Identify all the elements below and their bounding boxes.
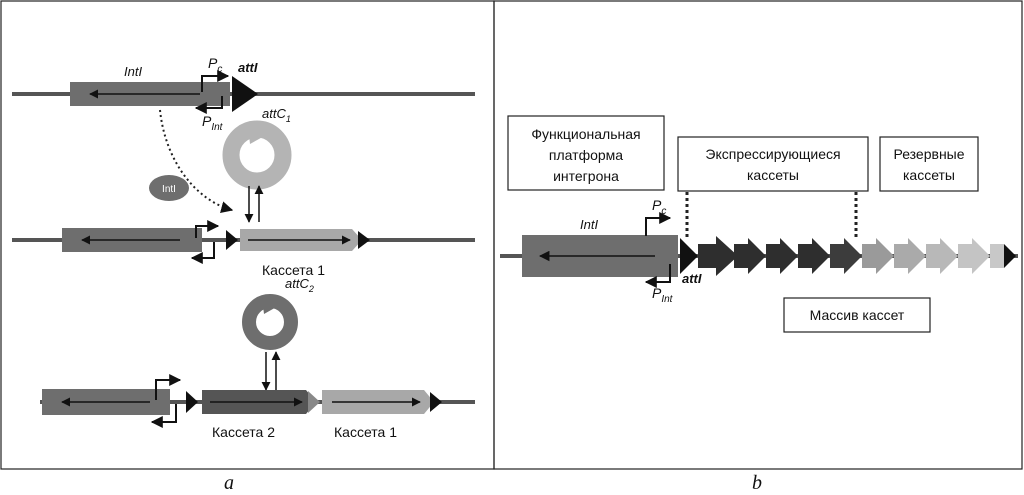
pc-promoter-arrow	[201, 70, 230, 92]
atti-site-row3	[186, 391, 198, 413]
expressing-label-line2: кассеты	[747, 167, 799, 183]
atti-site-panel-b	[680, 238, 698, 274]
panel-b: Функциональная платформа интегрона Экспр…	[500, 115, 1018, 333]
platform-label-line1: Функциональная	[531, 126, 640, 142]
atti-label-panel-b: attI	[682, 271, 702, 286]
platform-label-line2: платформа	[549, 147, 623, 163]
atti-label-row1: attI	[238, 60, 258, 75]
attc1-label: attC1	[262, 106, 291, 124]
platform-box	[507, 115, 665, 191]
expressed-cassette-5	[830, 238, 862, 274]
intl-label-row1: IntI	[124, 64, 142, 79]
cassette-2-label: Кассета 2	[212, 424, 275, 440]
pc-promoter-row2	[195, 220, 220, 238]
circular-cassette-2-arrowhead	[262, 298, 280, 314]
attc-site-row3a	[308, 391, 320, 413]
atti-site-row1	[232, 76, 258, 112]
attc-site-row2	[358, 231, 370, 249]
reserve-cassette-2	[894, 238, 926, 274]
intl-protein	[149, 175, 189, 201]
atti-site-row2	[226, 230, 238, 250]
circular-cassette-1	[222, 120, 292, 190]
pint-promoter-row2	[190, 242, 215, 264]
expressed-cassette-1	[698, 236, 738, 276]
pc-label-row1: Pc	[208, 55, 222, 75]
intl-label-panel-b: IntI	[580, 217, 598, 232]
expressing-label-line1: Экспрессирующиеся	[705, 146, 840, 162]
array-label: Массив кассет	[810, 307, 905, 323]
platform-label-line3: интегрона	[553, 168, 619, 184]
array-end-site	[1004, 244, 1016, 268]
pc-label-panel-b: Pc	[652, 197, 666, 217]
reserve-cassette-4	[958, 238, 990, 274]
pint-label-panel-b: PInt	[652, 285, 674, 305]
dotted-recombination-arrow	[159, 109, 234, 213]
pint-promoter-arrow	[194, 96, 223, 114]
pint-promoter-panel-b	[644, 264, 671, 288]
reserve-cassette-3	[926, 238, 958, 274]
attc2-label: attC2	[285, 276, 314, 294]
attc-site-row3b	[430, 392, 442, 412]
caption-a: a	[224, 472, 234, 494]
reserve-cassette-5	[990, 244, 1004, 268]
reserve-cassette-1	[862, 238, 894, 274]
array-box	[783, 297, 931, 333]
reserve-label-line2: кассеты	[903, 167, 955, 183]
expressed-cassette-4	[798, 238, 830, 274]
circular-cassette-1-arrowhead	[248, 126, 268, 144]
intl-protein-label: IntI	[162, 184, 176, 195]
pc-promoter-row3	[155, 374, 182, 400]
reserve-label-line1: Резервные	[893, 146, 964, 162]
cassette-1-row3-label: Кассета 1	[334, 424, 397, 440]
panel-a: IntI Pc attI PInt attC1 IntI Кассета 1 a…	[12, 55, 475, 440]
cassette-1-label: Кассета 1	[262, 262, 325, 278]
expressed-cassette-2	[734, 238, 766, 274]
expressing-box	[677, 136, 869, 192]
pint-label-row1: PInt	[202, 113, 224, 133]
expressed-cassette-3	[766, 238, 798, 274]
circular-cassette-2	[242, 294, 298, 350]
pc-promoter-panel-b	[645, 212, 672, 236]
pint-promoter-row3	[150, 404, 177, 428]
reserve-box	[879, 136, 979, 192]
panel-b-frame	[493, 0, 1023, 470]
caption-b: b	[752, 472, 762, 494]
